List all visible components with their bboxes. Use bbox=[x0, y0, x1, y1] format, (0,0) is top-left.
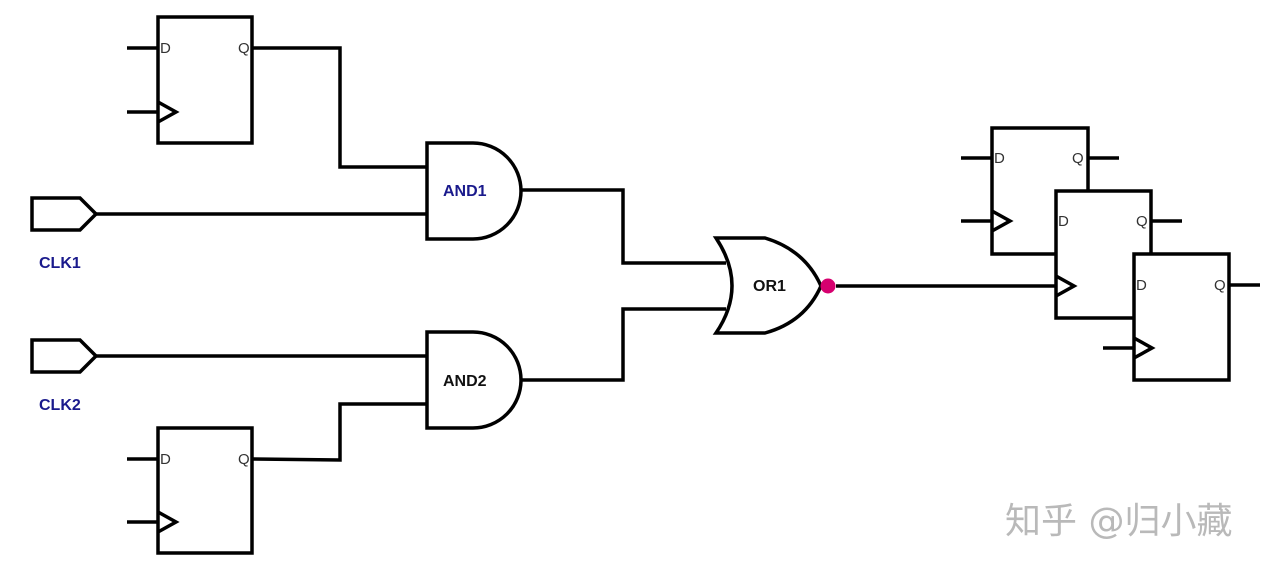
watermark-text: 知乎 @归小藏 bbox=[1005, 501, 1232, 542]
wire-ff2-q-to-and2 bbox=[251, 402, 428, 462]
clk1-port: CLK1 bbox=[30, 196, 99, 272]
clk2-label: CLK2 bbox=[39, 397, 81, 414]
clk1-label: CLK1 bbox=[39, 255, 81, 272]
ffb-q-label: Q bbox=[1136, 213, 1148, 230]
ffa-q-label: Q bbox=[1072, 150, 1084, 167]
ffc-q-label: Q bbox=[1214, 277, 1226, 294]
or1-gate: OR1 bbox=[712, 236, 836, 335]
ffa-clock-triangle bbox=[991, 209, 1014, 233]
wire-and2-to-or1 bbox=[522, 307, 726, 382]
clk2-port: CLK2 bbox=[30, 338, 99, 414]
ff2-clock-triangle bbox=[157, 510, 180, 534]
ffc-clock-triangle bbox=[1133, 336, 1156, 360]
ffc-d-label: D bbox=[1136, 277, 1147, 294]
ffb-clock-triangle bbox=[1055, 274, 1078, 298]
flip-flop-2: D Q bbox=[156, 426, 254, 555]
or1-label: OR1 bbox=[753, 278, 786, 295]
and2-label: AND2 bbox=[443, 373, 487, 390]
ff1-clock-triangle bbox=[157, 100, 180, 124]
ff2-d-label: D bbox=[160, 451, 171, 468]
ff1-d-label: D bbox=[160, 40, 171, 57]
inversion-bubble bbox=[820, 278, 836, 294]
wires bbox=[96, 46, 1260, 524]
ffb-d-label: D bbox=[1058, 213, 1069, 230]
ff2-q-label: Q bbox=[238, 451, 250, 468]
wire-and1-to-or1 bbox=[522, 188, 726, 265]
flip-flop-1: D Q bbox=[156, 15, 254, 145]
ff1-q-label: Q bbox=[238, 40, 250, 57]
and1-gate: AND1 bbox=[425, 141, 523, 241]
and1-label: AND1 bbox=[443, 183, 487, 200]
and2-gate: AND2 bbox=[425, 330, 523, 430]
ffa-d-label: D bbox=[994, 150, 1005, 167]
flip-flop-c: D Q bbox=[1132, 252, 1231, 382]
wire-ff1-q-to-and1 bbox=[252, 46, 428, 169]
